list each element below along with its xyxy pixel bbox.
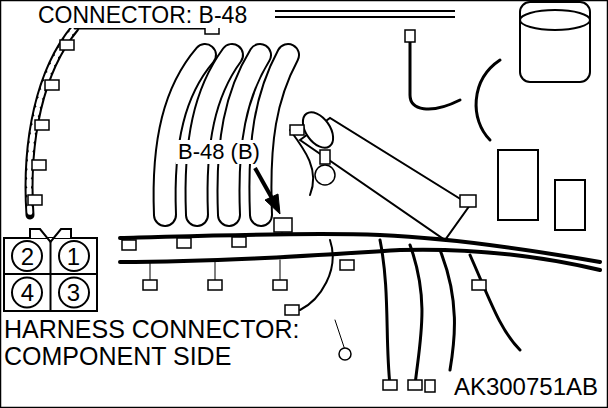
small-connectors <box>177 238 191 248</box>
wiring-harness <box>290 130 313 195</box>
figure-code: AK300751AB <box>452 374 600 400</box>
pin-number: 2 <box>21 245 34 269</box>
small-connectors <box>45 80 59 90</box>
view-caption: HARNESS CONNECTOR: COMPONENT SIDE <box>4 316 324 370</box>
small-connectors <box>28 195 42 205</box>
small-connectors <box>315 165 335 185</box>
small-connectors <box>273 280 287 290</box>
pin-cell: 4 <box>5 275 50 310</box>
wiring-harness <box>150 260 280 282</box>
wiring-harness <box>120 250 600 270</box>
small-connectors <box>60 40 74 50</box>
connector-title: CONNECTOR: B-48 <box>35 3 250 28</box>
small-connectors <box>472 280 486 290</box>
pin-number: 3 <box>67 281 80 305</box>
small-connectors <box>405 30 415 42</box>
small-connectors <box>122 240 136 250</box>
small-connectors <box>408 380 422 390</box>
intake-runners <box>260 55 288 215</box>
small-connectors <box>339 348 351 360</box>
wiring-harness <box>410 40 460 109</box>
leader-arrow <box>265 194 280 214</box>
small-connectors <box>425 380 435 392</box>
connector-face <box>59 278 89 308</box>
wiring-harness <box>470 255 520 350</box>
small-connectors <box>460 195 476 207</box>
connector-face <box>50 238 52 311</box>
intake-runners <box>260 55 288 215</box>
wiring-harness <box>130 220 282 248</box>
wiring-harness <box>29 28 75 215</box>
pin-cell: 1 <box>51 239 96 274</box>
connector-callout: B-48 (B) <box>176 140 262 164</box>
wiring-harness <box>476 60 500 140</box>
wiring-harness <box>440 250 454 370</box>
wiring-harness <box>335 320 345 350</box>
small-connectors <box>32 160 46 170</box>
intake-pipe <box>297 2 590 240</box>
intake-pipe <box>555 180 585 230</box>
small-connectors <box>232 237 246 247</box>
frame <box>275 16 455 18</box>
pin-cell: 3 <box>51 275 96 310</box>
intake-pipe <box>520 10 590 30</box>
connector-face <box>4 229 97 311</box>
small-connectors <box>143 280 157 290</box>
small-connectors <box>274 218 292 232</box>
small-connectors <box>208 280 222 290</box>
connector-face <box>12 278 42 308</box>
small-connectors <box>290 125 304 135</box>
small-connectors <box>320 150 330 164</box>
wiring-harness <box>410 245 422 385</box>
small-connectors <box>383 380 397 390</box>
wiring-harness <box>380 240 390 385</box>
wiring-harness <box>300 240 333 310</box>
wiring-harness <box>29 28 75 215</box>
connector-face <box>4 238 97 311</box>
leader-arrow <box>255 168 280 214</box>
pin-number: 1 <box>67 245 80 269</box>
pin-number: 4 <box>21 281 34 305</box>
intake-pipe <box>498 150 538 220</box>
intake-runners <box>165 55 288 215</box>
pin-cell: 2 <box>5 239 50 274</box>
frame <box>275 10 455 12</box>
connector-face <box>12 241 42 271</box>
connector-face <box>30 229 71 242</box>
intake-pipe <box>520 2 590 82</box>
small-connectors <box>340 260 354 270</box>
small-connectors <box>285 305 299 315</box>
leader-arrow <box>255 168 273 200</box>
small-connectors <box>35 120 49 130</box>
connector-face <box>59 241 89 271</box>
